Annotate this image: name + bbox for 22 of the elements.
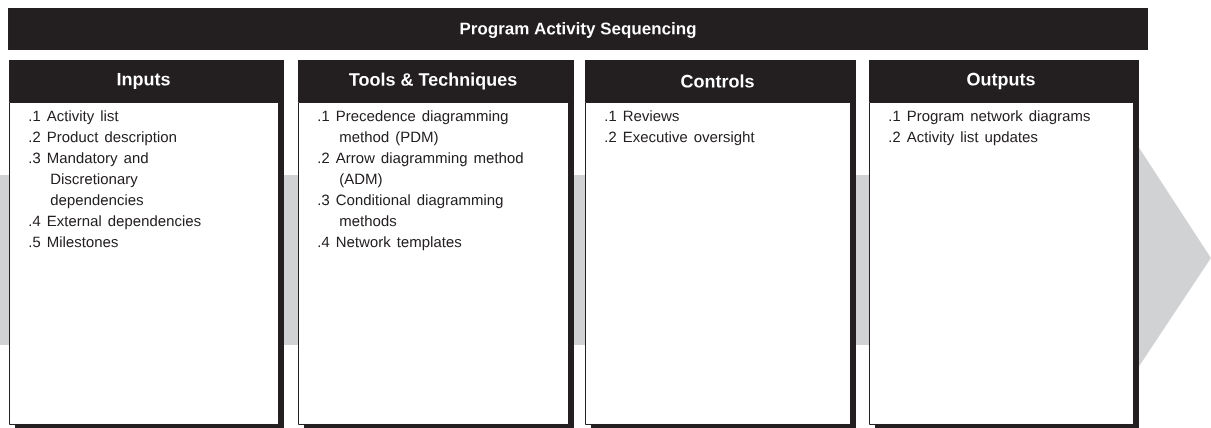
list-item: .4 Network templates <box>318 236 462 251</box>
list-item: .2 Arrow diagramming method (ADM) <box>318 152 523 188</box>
list-item: .2 Product description <box>29 131 176 146</box>
column-card <box>869 60 1139 428</box>
column-heading: Tools & Techniques <box>349 72 517 90</box>
column-heading: Inputs <box>117 72 170 90</box>
list-item: .3 Conditional diagramming methods <box>318 194 503 227</box>
column-heading: Outputs <box>967 72 1035 90</box>
list-item: .4 External dependencies <box>29 215 201 230</box>
column-card <box>298 60 574 428</box>
column-card <box>9 60 284 428</box>
list-item: .2 Activity list updates <box>889 131 1038 146</box>
title-bar: Program Activity Sequencing <box>8 8 1148 50</box>
list-item: .1 Activity list <box>29 110 119 125</box>
list-item: .1 Precedence diagramming method (PDM) <box>318 110 508 146</box>
list-item: .1 Program network diagrams <box>889 110 1090 125</box>
column-heading: Controls <box>681 74 754 88</box>
list-item: .5 Milestones <box>29 236 118 248</box>
list-item: .2 Executive oversight <box>605 131 755 146</box>
list-item: .1 Reviews <box>605 110 679 122</box>
list-item: .3 Mandatory and Discretionary dependencies <box>29 152 148 209</box>
column-card <box>585 60 856 428</box>
